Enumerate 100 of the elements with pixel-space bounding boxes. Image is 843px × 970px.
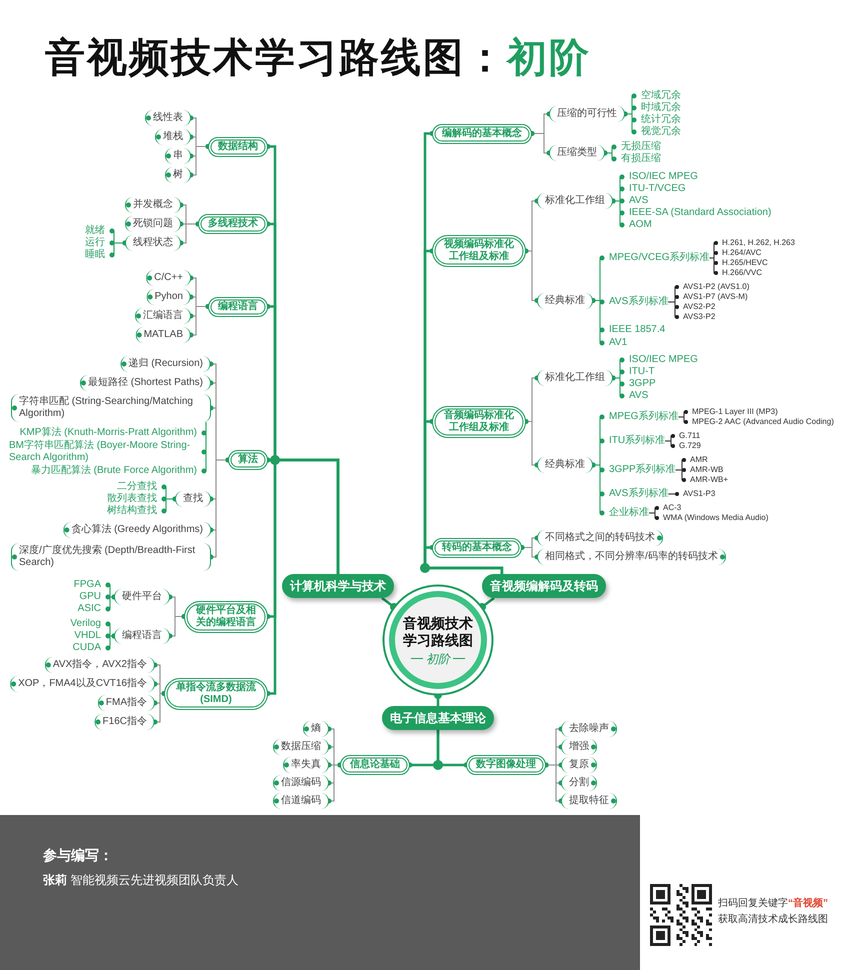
connector-line xyxy=(602,150,616,162)
footer-heading: 参与编写： xyxy=(43,846,113,864)
bullet-item: Verilog xyxy=(70,618,108,630)
bullet-item: 视觉冗余 xyxy=(634,126,681,138)
bullet-item: AVS1-P3 xyxy=(677,489,716,499)
connector-line xyxy=(168,614,186,638)
bracketed-topic: 相同格式，不同分辨率/码率的转码技术 xyxy=(537,549,726,565)
bracketed-topic: 复原 xyxy=(561,757,597,773)
bracketed-topic: 不同格式之间的转码技术 xyxy=(537,530,663,546)
bullet-item: H.265/HEVC xyxy=(716,258,768,268)
bracketed-topic: Pyhon xyxy=(146,289,191,305)
bullet-item: AOM xyxy=(622,219,652,231)
connector-line xyxy=(668,492,679,496)
bullet-item: H.261, H.262, H.263 xyxy=(716,238,795,248)
connector-line xyxy=(622,112,636,134)
bullet-item: ITU-T xyxy=(622,366,655,378)
topic-pill: 多线程技术 xyxy=(198,214,268,234)
connector-line xyxy=(188,304,210,338)
connector-line xyxy=(675,470,686,482)
topic-pill: 数字图像处理 xyxy=(466,755,546,775)
bullet-item: AVS系列标准 xyxy=(602,296,668,308)
bracketed-topic: 汇编语言 xyxy=(135,308,191,324)
bracketed-topic: XOP，FMA4以及CVT16指令 xyxy=(10,676,155,692)
bullet-item: 运行 xyxy=(85,237,112,249)
branch-pill: 电子信息基本理论 xyxy=(382,706,494,730)
bullet-item: 暴力匹配算法 (Brute Force Algorithm) xyxy=(30,465,204,477)
bullet-item: AV1 xyxy=(602,337,628,349)
bullet-item: AVS3-P2 xyxy=(677,312,716,322)
connector-line xyxy=(678,416,688,424)
bracketed-topic: 树 xyxy=(165,167,191,183)
bracketed-topic: 熵 xyxy=(303,721,329,737)
bracketed-topic: 标准化工作组 xyxy=(537,370,613,386)
bullet-item: MPEG-2 AAC (Advanced Audio Coding) xyxy=(686,417,834,427)
bracketed-topic: 增强 xyxy=(561,739,597,755)
bracketed-topic: AVX指令，AVX2指令 xyxy=(44,657,155,673)
connector-line xyxy=(106,594,116,612)
bracketed-topic: 查找 xyxy=(175,491,211,507)
bracketed-topic: MATLAB xyxy=(136,327,191,343)
bullet-item: CUDA xyxy=(72,642,108,654)
bullet-item: 树结构查找 xyxy=(107,505,164,517)
topic-pill: 编程语言 xyxy=(208,296,268,316)
connector-line xyxy=(188,144,210,178)
branch-pill: 音视频编解码及转码 xyxy=(482,574,606,598)
topic-pill: 硬件平台及相关的编程语言 xyxy=(184,600,268,632)
connector-line xyxy=(478,597,495,611)
bullet-item: GPU xyxy=(79,591,108,603)
bracketed-topic: 率失真 xyxy=(283,757,329,773)
connector-line xyxy=(668,302,679,319)
connector-line xyxy=(610,376,624,398)
connector-line xyxy=(648,512,659,520)
bullet-item: 3GPP系列标准 xyxy=(602,464,676,476)
connector-line xyxy=(709,258,718,275)
bullet-item: AMR-WB+ xyxy=(684,475,728,485)
topic-pill: 转码的基本概念 xyxy=(432,538,522,558)
bullet-item: MPEG系列标准 xyxy=(602,411,678,423)
bracketed-topic: 分割 xyxy=(561,775,597,791)
bullet-item: VHDL xyxy=(74,630,108,642)
central-topic-title: 音视频技术学习路线图 xyxy=(402,614,474,648)
topic-pill: 编解码的基本概念 xyxy=(432,124,532,144)
bullet-item: 睡眠 xyxy=(85,249,112,261)
bracketed-topic: 最短路径 (Shortest Paths) xyxy=(80,375,211,391)
bracketed-topic: 信源编码 xyxy=(273,775,329,791)
bullet-item: AC-3 xyxy=(657,503,682,513)
bullet-item: G.711 xyxy=(673,431,700,441)
bracketed-topic: 字符串匹配 (String-Searching/Matching Algorithm) xyxy=(11,394,211,422)
connector-line xyxy=(590,298,604,346)
bullet-item: ISO/IEC MPEG xyxy=(622,354,698,366)
bullet-item: 3GPP xyxy=(622,378,656,390)
connector-line xyxy=(381,597,398,611)
bracketed-topic: 死锁问题 xyxy=(125,216,181,232)
bracketed-topic: 压缩的可行性 xyxy=(549,106,625,122)
topic-pill: 单指令流多数据流(SIMD) xyxy=(164,678,268,710)
bullet-item: H.266/VVC xyxy=(716,268,762,278)
bracketed-topic: 贪心算法 (Greedy Algorithms) xyxy=(63,522,211,538)
connector-line xyxy=(152,691,166,724)
connector-line xyxy=(106,634,116,650)
qr-caption: 扫码回复关键字“音视频” xyxy=(718,897,828,910)
bracketed-topic: 数据压缩 xyxy=(273,739,329,755)
connector-line xyxy=(664,440,675,448)
connector-line xyxy=(162,496,178,514)
bracketed-topic: 编程语言 xyxy=(114,628,170,644)
bullet-item: AMR xyxy=(684,455,708,465)
bracketed-topic: 硬件平台 xyxy=(114,589,170,605)
bracketed-topic: F16C指令 xyxy=(94,714,155,730)
bullet-item: 无损压缩 xyxy=(614,141,661,153)
bracketed-topic: 去除噪声 xyxy=(561,721,617,737)
connector-line xyxy=(178,222,200,246)
bullet-item: 二分查找 xyxy=(117,481,164,493)
connector-line xyxy=(424,545,504,574)
bracketed-topic: 并发概念 xyxy=(125,197,181,213)
topic-pill: 信息论基础 xyxy=(340,755,410,775)
bullet-item: AVS xyxy=(622,195,648,207)
bullet-item: 企业标准 xyxy=(602,507,649,519)
bracketed-topic: 线程状态 xyxy=(125,235,181,251)
bullet-item: IEEE-SA (Standard Association) xyxy=(622,207,772,219)
bullet-item: ASIC xyxy=(78,603,108,615)
bullet-item: ISO/IEC MPEG xyxy=(622,171,698,183)
central-topic-subtitle: 初阶 xyxy=(411,652,465,666)
bullet-item: 有损压缩 xyxy=(614,153,661,165)
topic-pill: 视频编码标准化工作组及标准 xyxy=(432,235,526,267)
